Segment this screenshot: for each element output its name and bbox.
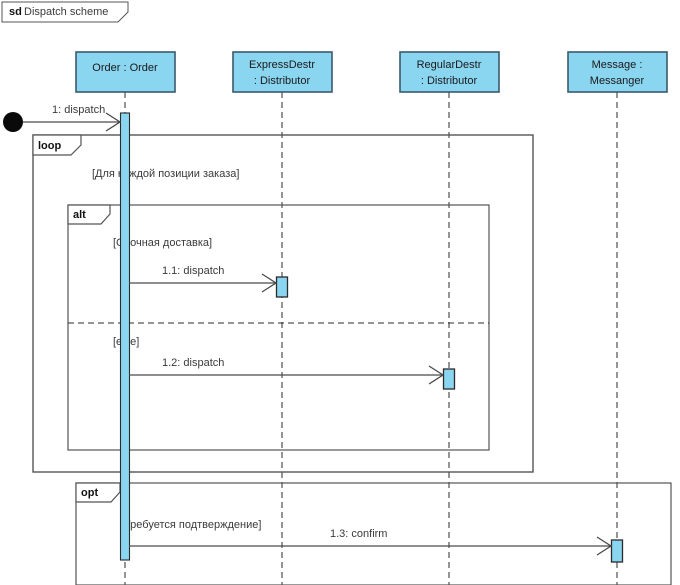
- lifeline-box-message: [567, 51, 668, 93]
- fragment-alt-guard-first: [Срочная доставка]: [113, 237, 212, 249]
- fragment-alt-operator: alt: [73, 209, 86, 221]
- found-message-start-node: [3, 112, 23, 132]
- lifeline-head-regular[interactable]: RegularDestr : Distributor: [399, 51, 500, 93]
- activation-bar-regular: [442, 368, 456, 390]
- fragment-loop-operator: loop: [38, 140, 61, 152]
- activation-bar-order: [119, 112, 131, 561]
- message-13-label: 1.3: confirm: [330, 528, 387, 540]
- fragment-alt-operator-tab: [67, 204, 111, 225]
- lifeline-head-message[interactable]: Message : Messanger: [567, 51, 668, 93]
- fragment-alt-border: [67, 204, 490, 451]
- lifeline-label-regular-line1: RegularDestr: [417, 59, 482, 71]
- lifeline-label-message-line1: Message :: [592, 59, 643, 71]
- lifeline-label-regular-line2: : Distributor: [421, 75, 478, 87]
- fragment-loop-border: [32, 134, 534, 473]
- frame-keyword: sd: [9, 6, 22, 18]
- fragment-opt[interactable]: opt [Требуется подтверждение]: [75, 482, 672, 585]
- message-11-dispatch[interactable]: 1.1: dispatch: [129, 265, 278, 293]
- fragment-opt-guard: [Требуется подтверждение]: [121, 519, 261, 531]
- activation-bar-message: [610, 539, 624, 563]
- lifeline-head-order[interactable]: Order : Order: [75, 51, 176, 93]
- lifeline-box-express: [232, 51, 333, 93]
- message-11-arrowhead: [261, 273, 278, 293]
- fragment-opt-operator: opt: [81, 487, 98, 499]
- lifeline-label-express-line2: : Distributor: [254, 75, 311, 87]
- lifeline-label-order-line1: Order : Order: [92, 62, 158, 74]
- message-1-dispatch[interactable]: 1: dispatch: [3, 104, 122, 132]
- fragment-loop[interactable]: loop [Для каждой позиции заказа]: [32, 134, 534, 473]
- fragment-loop-guard: [Для каждой позиции заказа]: [92, 168, 239, 180]
- lifeline-label-message-line2: Messanger: [590, 75, 645, 87]
- message-12-dispatch[interactable]: 1.2: dispatch: [129, 357, 445, 385]
- lifeline-box-regular: [399, 51, 500, 93]
- lifeline-label-express-line1: ExpressDestr: [249, 59, 315, 71]
- activation-bar-express: [275, 276, 289, 298]
- message-13-arrowhead: [596, 536, 613, 556]
- fragment-alt[interactable]: alt [Срочная доставка] [else]: [67, 204, 490, 451]
- lifeline-lines-group: [124, 92, 618, 585]
- message-13-confirm[interactable]: 1.3: confirm: [129, 528, 613, 556]
- message-12-label: 1.2: dispatch: [162, 357, 224, 369]
- frame-title: Dispatch scheme: [24, 6, 108, 18]
- message-12-arrowhead: [428, 365, 445, 385]
- lifeline-box-order: [75, 51, 176, 93]
- lifeline-head-express[interactable]: ExpressDestr : Distributor: [232, 51, 333, 93]
- frame-header-tab-shape: [1, 1, 129, 23]
- fragment-loop-operator-tab: [32, 134, 82, 156]
- fragment-opt-border: [75, 482, 672, 585]
- message-11-label: 1.1: dispatch: [162, 265, 224, 277]
- message-1-label: 1: dispatch: [52, 104, 105, 116]
- message-1-arrowhead: [105, 112, 122, 132]
- diagram-frame-header: sd Dispatch scheme: [1, 1, 129, 23]
- fragment-opt-operator-tab: [75, 482, 121, 503]
